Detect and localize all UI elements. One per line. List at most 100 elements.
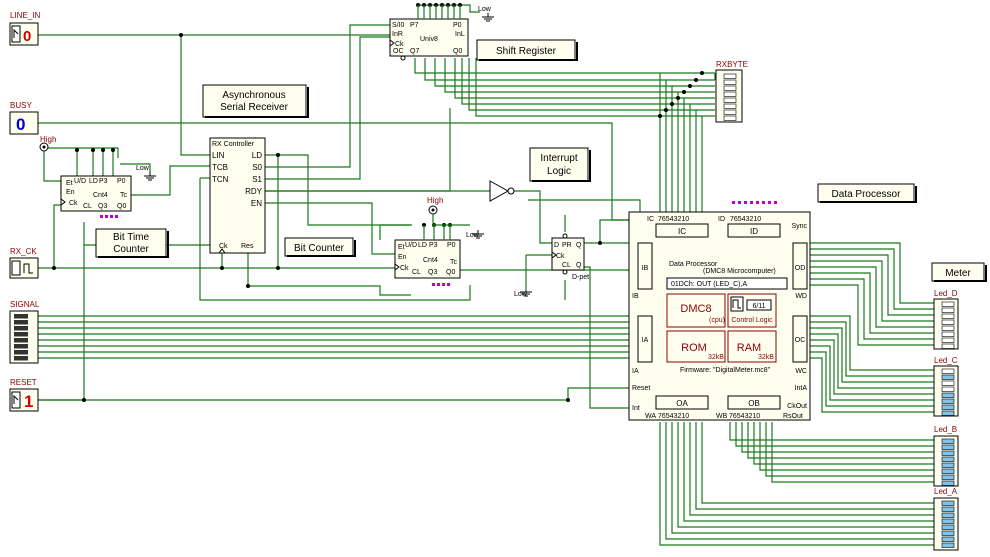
svg-text:Cnt4: Cnt4 <box>93 192 108 199</box>
led-segment <box>941 368 955 374</box>
port-oa <box>655 395 709 410</box>
led-segment <box>941 480 955 486</box>
bit-counter[interactable]: Et En Ck U/D LD P3 P0 Cnt4 Tc CL Q3 Q0 H… <box>394 196 484 286</box>
svg-text:PR: PR <box>562 242 572 249</box>
signal-switch-bit[interactable] <box>14 350 28 355</box>
led-segment <box>941 307 955 313</box>
svg-text:Low: Low <box>514 291 528 298</box>
svg-text:High: High <box>40 135 56 144</box>
port-ob <box>727 395 781 410</box>
svg-text:U/D: U/D <box>74 178 86 185</box>
svg-text:Q3: Q3 <box>98 203 107 210</box>
led-segment <box>723 109 737 115</box>
led-segment <box>941 438 955 444</box>
ic-strobe: IC <box>647 216 654 223</box>
rxbyte-label: RXBYTE <box>716 60 748 69</box>
signal-switch-bit[interactable] <box>14 332 28 337</box>
ib-strobe: IB <box>632 293 639 300</box>
ic-bits: 76543210 <box>658 216 689 223</box>
svg-text:Serial Receiver: Serial Receiver <box>220 102 288 113</box>
reset-label: RESET <box>10 378 37 387</box>
svg-text:P0: P0 <box>117 178 126 185</box>
line-in-digit: 0 <box>23 28 31 45</box>
shift-register-univ8[interactable]: S/I0 P7 P0 InR InL Univ8 Ck OC Q7 Q0 Low <box>389 3 494 61</box>
led-segment <box>723 103 737 109</box>
led-segment <box>941 337 955 343</box>
svg-text:Low: Low <box>466 232 480 239</box>
svg-text:DMC8: DMC8 <box>680 303 711 315</box>
signal-bits <box>14 314 28 361</box>
svg-text:P7: P7 <box>410 22 419 29</box>
wc-strobe: WC <box>795 368 807 375</box>
bit-time-counter[interactable]: Et En Ck U/D LD P3 P0 Cnt4 Tc CL Q3 Q0 H… <box>39 135 156 218</box>
rom-block <box>666 330 726 363</box>
processor-subtitle: (DMC8 Microcomputer) <box>703 268 776 275</box>
led-segment <box>941 444 955 450</box>
svg-text:En: En <box>66 189 75 196</box>
svg-text:32kB: 32kB <box>758 354 774 361</box>
data-processor[interactable]: IC 76543210 IC ID 76543210 ID Sync IB IB… <box>628 201 811 421</box>
svg-text:P3: P3 <box>429 242 438 249</box>
rx-ck-input[interactable]: RX_CK <box>9 247 39 279</box>
svg-text:ID: ID <box>750 227 758 236</box>
signal-switch-bit[interactable] <box>14 314 28 319</box>
signal-switch-bit[interactable] <box>14 344 28 349</box>
led-segment <box>941 542 955 548</box>
rx-controller[interactable]: RX Controller LIN TCB TCN LD S0 S1 RDY E… <box>209 137 266 254</box>
svg-text:Ck: Ck <box>395 41 404 48</box>
line-in-input[interactable]: LINE_IN 0 <box>9 11 40 46</box>
led-segment <box>941 468 955 474</box>
led-segment <box>723 85 737 91</box>
reset-input[interactable]: RESET 1 <box>9 378 39 412</box>
d-flip-flop[interactable]: D PR Q Ck CL Q D-pet Low <box>514 233 589 298</box>
svg-text:Q0: Q0 <box>446 269 455 276</box>
busy-label: BUSY <box>10 101 32 110</box>
led-segment <box>941 319 955 325</box>
svg-text:OD: OD <box>795 265 806 272</box>
rx-ck-label: RX_CK <box>10 247 37 256</box>
svg-text:P0: P0 <box>453 22 462 29</box>
svg-text:IA: IA <box>642 337 649 344</box>
signal-switch-bit[interactable] <box>14 326 28 331</box>
signal-switch-bit[interactable] <box>14 338 28 343</box>
svg-text:Q3: Q3 <box>428 269 437 276</box>
ob-bits: 76543210 <box>729 413 760 420</box>
signal-switch-bit[interactable] <box>14 320 28 325</box>
svg-text:Low: Low <box>136 165 150 172</box>
note-bit-counter: Bit Counter <box>284 237 356 257</box>
oa-bits: 76543210 <box>658 413 689 420</box>
led-segment <box>941 524 955 530</box>
svg-text:Et: Et <box>66 180 73 187</box>
svg-text:Asynchronous: Asynchronous <box>222 90 285 101</box>
busy-digit: 0 <box>16 115 25 134</box>
svg-text:Ck: Ck <box>400 265 409 272</box>
svg-text:IC: IC <box>678 227 686 236</box>
led-segment <box>723 115 737 121</box>
svg-text:LD: LD <box>418 242 427 249</box>
svg-text:S1: S1 <box>252 175 262 184</box>
svg-text:Q: Q <box>576 262 582 269</box>
led-segment <box>941 386 955 392</box>
led-segment <box>723 91 737 97</box>
svg-text:OA: OA <box>676 399 688 408</box>
note-interrupt-logic: Interrupt Logic <box>529 147 591 182</box>
port-ic <box>655 223 709 238</box>
led-segment <box>941 462 955 468</box>
wire-layer <box>38 24 935 546</box>
signal-switch-bit[interactable] <box>14 356 28 361</box>
int-pin: Int <box>632 405 640 412</box>
led-segment <box>941 301 955 307</box>
led-segment <box>941 456 955 462</box>
led-segment <box>941 500 955 506</box>
svg-text:Cnt4: Cnt4 <box>423 257 438 264</box>
led-segment <box>941 325 955 331</box>
cpu-block <box>666 293 726 328</box>
svg-text:Ck: Ck <box>69 200 78 207</box>
svg-text:TCB: TCB <box>212 163 228 172</box>
note-data-processor: Data Processor <box>817 183 917 203</box>
svg-text:IB: IB <box>642 265 649 272</box>
signal-switch[interactable]: SIGNAL <box>9 300 40 364</box>
svg-text:High: High <box>427 196 443 205</box>
note-shift-register: Shift Register <box>476 39 578 61</box>
svg-text:InL: InL <box>455 31 465 38</box>
